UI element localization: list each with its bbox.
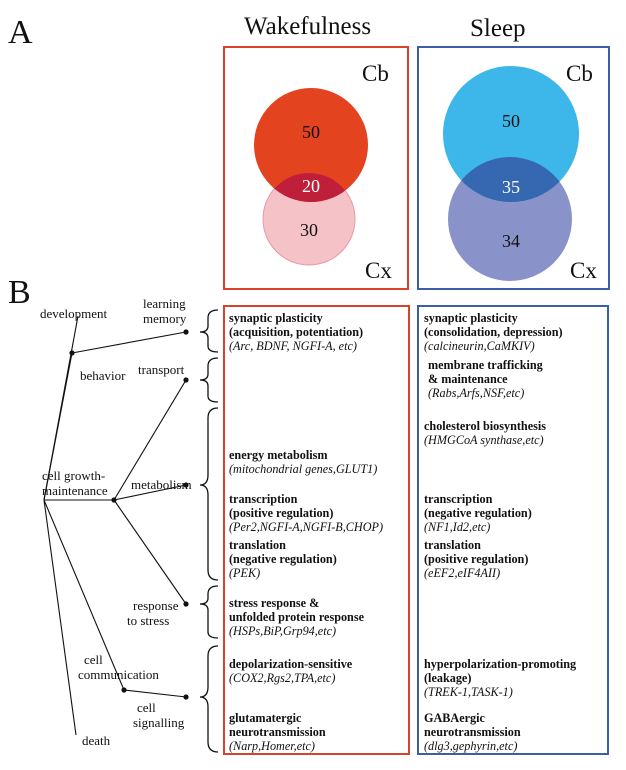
sleep-item-translation: translation(positive regulation)(eEF2,eI… (424, 538, 529, 580)
wake-cb-label: Cb (362, 61, 389, 86)
sleep-title: Sleep (470, 15, 526, 42)
tree-behavior: behavior (80, 368, 126, 383)
tree-death: death (82, 733, 111, 748)
wake-cb-count: 50 (302, 122, 320, 142)
sleep-cx-count: 34 (502, 231, 520, 251)
sleep-cb-count: 50 (502, 111, 520, 131)
wake-title: Wakefulness (244, 13, 372, 40)
sleep-venn-box (417, 46, 610, 290)
sleep-item-transcription: transcription(negative regulation)(NF1,I… (424, 492, 532, 534)
wake-item-translation: translation(negative regulation)(PEK) (229, 538, 337, 580)
sleep-item-cholesterol: cholesterol biosynthesis(HMGCoA synthase… (424, 419, 546, 447)
wake-item-synaptic-plasticity: synaptic plasticity(acquisition, potenti… (229, 311, 364, 353)
wake-item-energy-metabolism: energy metabolism(mitochondrial genes,GL… (229, 448, 378, 476)
sleep-item-hyperpolarization: hyperpolarization-promoting(leakage)(TRE… (424, 657, 577, 699)
sleep-cb-label: Cb (566, 61, 593, 86)
wake-overlap-count: 20 (302, 176, 320, 196)
tree-metabolism: metabolism (131, 477, 192, 492)
category-braces (199, 309, 219, 753)
wake-item-transcription: transcription(positive regulation)(Per2,… (229, 492, 383, 534)
sleep-overlap-region (448, 157, 572, 202)
sleep-cx-label: Cx (570, 258, 597, 283)
panel-a-label: A (8, 14, 33, 51)
wake-item-stress-response: stress response &unfolded protein respon… (229, 596, 364, 638)
sleep-item-membrane-trafficking: membrane trafficking& maintenance(Rabs,A… (428, 358, 543, 400)
wake-cx-count: 30 (300, 220, 318, 240)
wake-item-depolarization: depolarization-sensitive(COX2,Rgs2,TPA,e… (229, 657, 353, 685)
sleep-function-box (417, 305, 609, 755)
wake-cerebellum-circle (254, 88, 368, 202)
tree-transport: transport (138, 362, 185, 377)
tree-nodes (69, 329, 189, 700)
ontology-tree-lines (43, 315, 187, 736)
panel-b-label: B (8, 274, 31, 311)
wake-function-box (223, 305, 410, 755)
tree-cell-growth: cell growth-maintenance (42, 468, 108, 498)
sleep-overlap-count: 35 (502, 177, 520, 197)
wake-cx-label: Cx (365, 258, 392, 283)
sleep-item-synaptic-plasticity: synaptic plasticity(consolidation, depre… (424, 311, 563, 353)
wake-venn-box (223, 46, 409, 290)
tree-development: development (40, 306, 108, 321)
wake-overlap-region (263, 173, 355, 202)
